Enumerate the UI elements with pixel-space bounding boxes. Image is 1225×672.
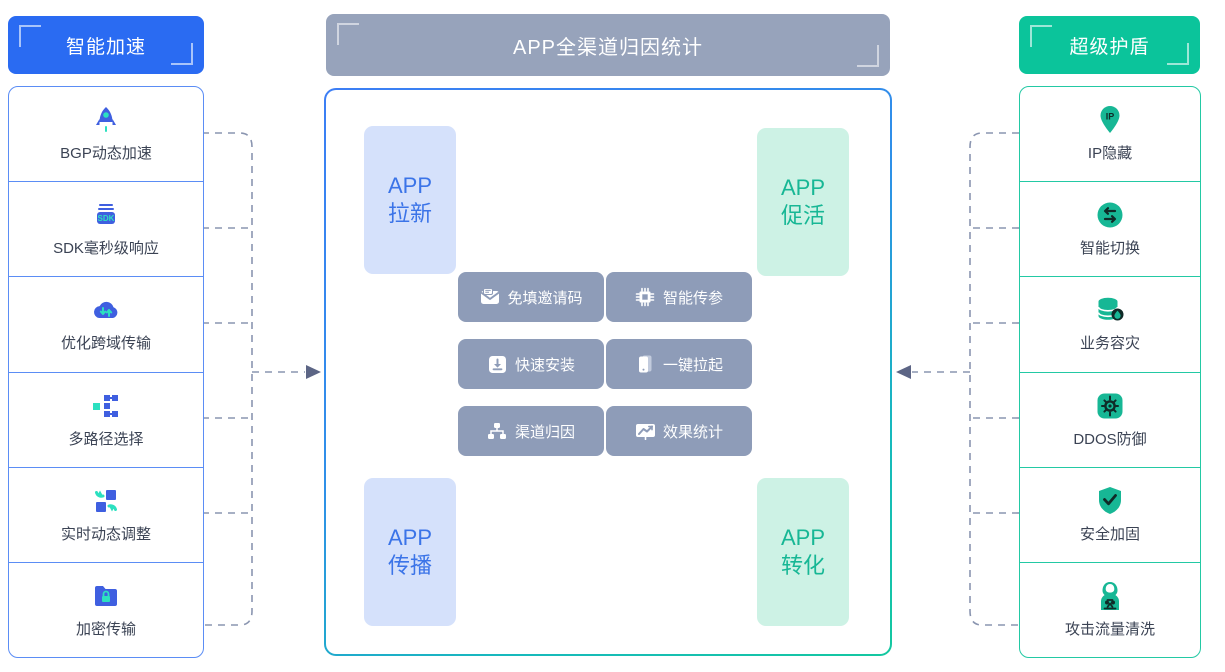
ddos-gear-icon [1093,391,1127,421]
hacker-icon [1093,581,1127,611]
right-feature-label: IP隐藏 [1087,145,1133,163]
stage-line-2: 转化 [780,553,825,578]
chip-fast-install[interactable]: 快速安装 [458,339,604,389]
chip-smart-params[interactable]: 智能传参 [606,272,752,322]
left-feature-label: 实时动态调整 [60,525,151,543]
right-column-header: 超级护盾 [1019,16,1200,74]
left-column-header: 智能加速 [8,16,204,74]
stage-line-2: 促活 [780,203,825,228]
right-feature-smart-switch[interactable]: 智能切换 [1020,181,1200,276]
right-feature-ddos[interactable]: DDOS防御 [1020,371,1200,467]
left-feature-cross-region[interactable]: 优化跨域传输 [9,276,203,371]
svg-text:SDK: SDK [98,214,115,223]
chip-label: 快速安装 [514,356,575,374]
bracket-top-left-icon [337,23,359,45]
stage-line-1: APP [387,172,433,198]
chip-label: 一键拉起 [662,356,723,374]
shield-check-icon [1093,486,1127,516]
bracket-bottom-right-icon [171,43,193,65]
chip-channel-attribution[interactable]: 渠道归因 [458,406,604,456]
right-feature-label: 攻击流量清洗 [1064,620,1155,638]
sitemap-icon [487,421,508,442]
bracket-top-left-icon [19,25,41,47]
left-feature-label: 加密传输 [75,620,136,638]
chip-label: 效果统计 [662,423,723,441]
cloud-transfer-icon [89,295,123,325]
bracket-bottom-right-icon [1167,43,1189,65]
stage-app-convert[interactable]: APP 转化 [757,478,849,626]
stage-app-active[interactable]: APP 促活 [757,128,849,276]
capability-chip-grid: 免填邀请码 智能传参 [458,272,752,456]
left-feature-label: 优化跨域传输 [60,335,151,353]
bracket-bottom-right-icon [857,45,879,67]
left-feature-encryption[interactable]: 加密传输 [9,561,203,657]
right-feature-label: 智能切换 [1079,240,1140,258]
left-feature-label: BGP动态加速 [60,145,152,163]
stage-line-1: APP [780,524,826,550]
stage-line-1: APP [387,524,433,550]
right-feature-label: 业务容灾 [1079,335,1140,353]
chart-board-icon [635,421,656,442]
download-box-icon [487,354,508,375]
switch-arrows-icon [1093,200,1127,230]
left-feature-sdk[interactable]: SDK SDK毫秒级响应 [9,181,203,276]
center-header: APP全渠道归因统计 [326,14,890,76]
left-feature-panel: BGP动态加速 SDK SDK毫秒级响应 优化跨域传 [8,86,204,658]
multipath-icon [89,391,123,421]
mail-code-icon [479,287,500,308]
chip-effect-statistics[interactable]: 效果统计 [606,406,752,456]
chip-label: 渠道归因 [514,423,575,441]
stage-line-2: 拉新 [387,201,432,226]
left-feature-multipath[interactable]: 多路径选择 [9,371,203,467]
stage-app-pull[interactable]: APP 拉新 [364,126,456,274]
stage-app-spread[interactable]: APP 传播 [364,478,456,626]
right-header-title: 超级护盾 [1069,36,1150,58]
left-feature-bgp[interactable]: BGP动态加速 [9,87,203,181]
database-disaster-icon [1093,295,1127,325]
right-feature-ip-hide[interactable]: IP IP隐藏 [1020,87,1200,181]
right-feature-label: 安全加固 [1079,525,1140,543]
sdk-icon: SDK [89,200,123,230]
ip-pin-icon: IP [1093,105,1127,135]
left-feature-dynamic[interactable]: 实时动态调整 [9,466,203,562]
left-feature-label: SDK毫秒级响应 [53,240,159,258]
left-feature-label: 多路径选择 [68,430,144,448]
chip-label: 免填邀请码 [507,289,583,307]
right-feature-label: DDOS防御 [1073,430,1147,448]
chip-cpu-icon [635,287,656,308]
right-feature-traffic-cleaning[interactable]: 攻击流量清洗 [1020,561,1200,657]
phone-launch-icon [635,354,656,375]
chip-invite-code[interactable]: 免填邀请码 [458,272,604,322]
left-header-title: 智能加速 [65,36,146,58]
bracket-top-left-icon [1030,25,1052,47]
chip-label: 智能传参 [662,289,723,307]
encrypted-folder-icon [89,581,123,611]
stage-line-2: 传播 [387,553,432,578]
center-header-title: APP全渠道归因统计 [512,36,704,59]
stage-line-1: APP [780,174,826,200]
dynamic-adjust-icon [89,486,123,516]
right-feature-disaster-recovery[interactable]: 业务容灾 [1020,276,1200,371]
chip-one-click-launch[interactable]: 一键拉起 [606,339,752,389]
right-feature-panel: IP IP隐藏 智能切换 [1019,86,1201,658]
right-feature-security-hardening[interactable]: 安全加固 [1020,466,1200,562]
svg-text:IP: IP [1106,112,1115,122]
rocket-icon [89,105,123,135]
